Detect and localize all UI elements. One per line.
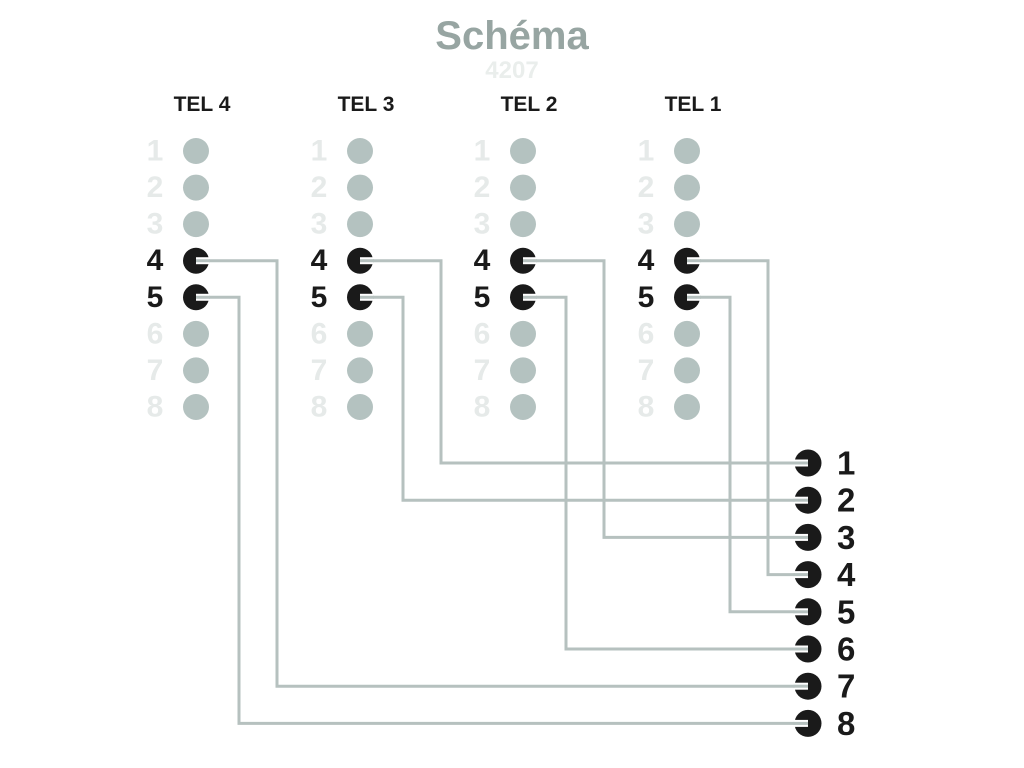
tel2-pin-3-number: 3 bbox=[474, 208, 491, 241]
tel3-pin-2 bbox=[347, 174, 373, 201]
wire-tel3-pin5-output2 bbox=[360, 295, 808, 502]
tel1-pin-8 bbox=[674, 393, 700, 420]
tel3-pin-8 bbox=[347, 393, 373, 420]
tel1-pin-1 bbox=[674, 138, 700, 164]
tel2-pin-2 bbox=[510, 174, 536, 201]
tel1-label: TEL 1 bbox=[665, 93, 722, 116]
tel1-pin-3 bbox=[674, 211, 700, 238]
tel4-pin-3 bbox=[183, 211, 209, 238]
wire-tel4-pin5-output8 bbox=[196, 295, 808, 725]
tel1-pin-6-number: 6 bbox=[638, 317, 655, 350]
tel2-pin-1-number: 1 bbox=[474, 135, 491, 168]
tel1-pin-2 bbox=[674, 174, 700, 201]
tel1-pin-2-number: 2 bbox=[638, 171, 655, 204]
tel1-pin-7 bbox=[674, 357, 700, 384]
output-pin-1-number: 1 bbox=[837, 445, 855, 482]
tel4-pin-1-number: 1 bbox=[147, 135, 164, 168]
tel4-pin-7-number: 7 bbox=[147, 354, 164, 387]
tel1-pin-5-number: 5 bbox=[638, 281, 655, 314]
tel2-pin-8-number: 8 bbox=[474, 390, 491, 423]
wire-tel2-pin5-output6 bbox=[523, 295, 808, 651]
output-pin-2-number: 2 bbox=[837, 482, 855, 519]
tel2-pin-3 bbox=[510, 211, 536, 238]
tel2-pin-4-number: 4 bbox=[474, 244, 491, 277]
output-pin-3-number: 3 bbox=[837, 519, 855, 556]
tel3-pin-3 bbox=[347, 211, 373, 238]
tel1-pin-6 bbox=[674, 320, 700, 347]
tel3-pin-6 bbox=[347, 320, 373, 347]
tel3-label: TEL 3 bbox=[338, 93, 395, 116]
tel4-pin-8 bbox=[183, 393, 209, 420]
tel1-pin-7-number: 7 bbox=[638, 354, 655, 387]
tel2-pin-2-number: 2 bbox=[474, 171, 491, 204]
tel2-pin-6-number: 6 bbox=[474, 317, 491, 350]
tel4-pin-8-number: 8 bbox=[147, 390, 164, 423]
wire-tel2-pin4-output3 bbox=[523, 259, 808, 539]
page-subtitle: 4207 bbox=[485, 57, 539, 84]
tel3-pin-2-number: 2 bbox=[311, 171, 328, 204]
tel1-pin-8-number: 8 bbox=[638, 390, 655, 423]
tel3-pin-5-number: 5 bbox=[311, 281, 328, 314]
tel1-pin-4-number: 4 bbox=[638, 244, 655, 277]
output-pin-6-number: 6 bbox=[837, 631, 855, 668]
wire-tel1-pin5-output5 bbox=[687, 295, 808, 614]
tel2-pin-7-number: 7 bbox=[474, 354, 491, 387]
tel2-label: TEL 2 bbox=[501, 93, 558, 116]
tel3-pin-1-number: 1 bbox=[311, 135, 328, 168]
tel3-pin-7 bbox=[347, 357, 373, 384]
tel4-pin-1 bbox=[183, 138, 209, 164]
output-pin-4-number: 4 bbox=[837, 556, 856, 593]
tel4-pin-6 bbox=[183, 320, 209, 347]
output-pin-8-number: 8 bbox=[837, 705, 855, 742]
tel3-pin-6-number: 6 bbox=[311, 317, 328, 350]
tel1-pin-1-number: 1 bbox=[638, 135, 655, 168]
tel4-pin-7 bbox=[183, 357, 209, 384]
wire-tel1-pin4-output4 bbox=[687, 259, 808, 577]
tel3-pin-8-number: 8 bbox=[311, 390, 328, 423]
tel4-pin-3-number: 3 bbox=[147, 208, 164, 241]
tel2-pin-6 bbox=[510, 320, 536, 347]
tel3-pin-1 bbox=[347, 138, 373, 164]
tel4-pin-4-number: 4 bbox=[147, 244, 164, 277]
tel2-pin-5-number: 5 bbox=[474, 281, 491, 314]
tel2-pin-7 bbox=[510, 357, 536, 384]
wire-tel3-pin4-output1 bbox=[360, 259, 808, 465]
tel2-pin-8 bbox=[510, 393, 536, 420]
output-pin-7-number: 7 bbox=[837, 668, 855, 705]
tel4-pin-2-number: 2 bbox=[147, 171, 164, 204]
tel3-pin-7-number: 7 bbox=[311, 354, 328, 387]
page-title: Schéma bbox=[435, 14, 589, 58]
wire-tel4-pin4-output7 bbox=[196, 259, 808, 688]
tel4-label: TEL 4 bbox=[174, 93, 231, 116]
tel2-pin-1 bbox=[510, 138, 536, 164]
tel3-pin-4-number: 4 bbox=[311, 244, 328, 277]
output-pin-5-number: 5 bbox=[837, 593, 855, 630]
tel4-pin-2 bbox=[183, 174, 209, 201]
tel4-pin-6-number: 6 bbox=[147, 317, 164, 350]
tel1-pin-3-number: 3 bbox=[638, 208, 655, 241]
tel4-pin-5-number: 5 bbox=[147, 281, 164, 314]
tel3-pin-3-number: 3 bbox=[311, 208, 328, 241]
